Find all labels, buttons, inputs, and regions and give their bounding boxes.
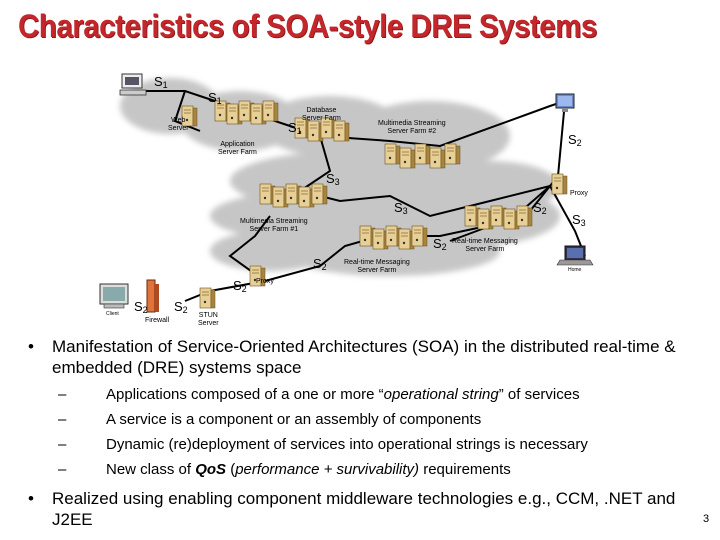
sub-bullet-text: A service is a component or an assembly … — [106, 411, 482, 428]
firewall-icon — [146, 279, 159, 313]
sub-bullet-strong: QoS — [195, 461, 227, 478]
server-cluster-rt-right — [464, 205, 533, 230]
sub-bullet-item: – Applications composed of a one or more… — [52, 382, 712, 407]
rt-farm-right-label: Real-time Messaging Server Farm — [452, 238, 518, 253]
sub-bullet-item: – New class of QoS (performance + surviv… — [52, 457, 712, 482]
sub-bullet-text: requirements — [419, 461, 511, 478]
client-icon — [99, 283, 129, 309]
proxy-right-label: Proxy — [570, 190, 588, 197]
sub-bullet-text: Dynamic (re)deployment of services into … — [106, 436, 588, 453]
s2-label-a: S2 — [568, 132, 582, 148]
home-laptop-icon — [556, 245, 594, 266]
stun-label: STUN Server — [198, 312, 219, 327]
bullet-list: • Manifestation of Service-Oriented Arch… — [22, 336, 712, 530]
server-cluster-app — [214, 100, 279, 125]
bullet-item: • Manifestation of Service-Oriented Arch… — [22, 336, 712, 482]
sub-bullet-list: – Applications composed of a one or more… — [52, 382, 712, 482]
bullet-symbol: • — [28, 489, 34, 508]
client-label: Client — [106, 311, 119, 317]
s3-label-c: S3 — [572, 212, 586, 228]
s2-label-d: S2 — [313, 256, 327, 272]
page-number: 3 — [703, 513, 710, 525]
home-label: Home — [568, 267, 582, 273]
mm-farm2-label: Multimedia Streaming Server Farm #2 — [378, 120, 446, 135]
firewall-label: Firewall — [145, 317, 170, 324]
sub-bullet-text: Applications composed of a one or more “ — [106, 386, 384, 403]
stun-server — [199, 287, 216, 309]
s1-label-b: S1 — [208, 90, 222, 106]
server-cluster-rt-mid — [359, 225, 428, 250]
bullet-text: Manifestation of Service-Oriented Archit… — [52, 337, 676, 377]
s3-label-a: S3 — [326, 171, 340, 187]
s1-label-c: S1 — [288, 120, 302, 136]
s2-label-c: S2 — [433, 236, 447, 252]
bullet-text: Realized using enabling component middle… — [52, 489, 676, 529]
web-server-label: Web Server — [168, 117, 189, 132]
dash-symbol: – — [58, 436, 67, 453]
s2-label-f: S2 — [134, 299, 148, 315]
mm-farm1-label: Multimedia Streaming Server Farm #1 — [240, 218, 308, 233]
sub-bullet-text: ” of services — [498, 386, 580, 403]
app-farm-label: Application Server Farm — [218, 141, 257, 156]
dash-symbol: – — [58, 386, 67, 403]
db-farm-label: Database Server Farm — [302, 107, 341, 122]
s2-label-g: S2 — [174, 299, 188, 315]
sub-bullet-text: ( — [226, 461, 236, 478]
sub-bullet-emphasis: performance + survivability) — [235, 461, 420, 478]
bullet-symbol: • — [28, 337, 34, 356]
network-diagram-graphic — [99, 73, 594, 313]
proxy-left-label: Proxy — [256, 278, 274, 285]
dash-symbol: – — [58, 461, 67, 478]
rt-farm-mid-label: Real-time Messaging Server Farm — [344, 259, 410, 274]
s2-label-b: S2 — [533, 200, 547, 216]
dash-symbol: – — [58, 411, 67, 428]
workstation-right-icon — [555, 93, 575, 112]
server-cluster-mm1 — [259, 183, 328, 208]
sub-bullet-item: – Dynamic (re)deployment of services int… — [52, 432, 712, 457]
sub-bullet-item: – A service is a component or an assembl… — [52, 407, 712, 432]
s3-label-b: S3 — [394, 200, 408, 216]
sub-bullet-text: New class of — [106, 461, 196, 478]
s1-label-a: S1 — [154, 74, 168, 90]
slide-title: Characteristics of SOA-style DRE Systems — [18, 8, 597, 44]
workstation-icon — [119, 73, 147, 96]
proxy-server-right — [551, 173, 568, 195]
bullet-item: • Realized using enabling component midd… — [22, 488, 712, 530]
s2-label-e: S2 — [233, 278, 247, 294]
network-diagram: Web Server Application Server Farm Datab… — [90, 66, 630, 336]
sub-bullet-emphasis: operational string — [383, 386, 499, 403]
